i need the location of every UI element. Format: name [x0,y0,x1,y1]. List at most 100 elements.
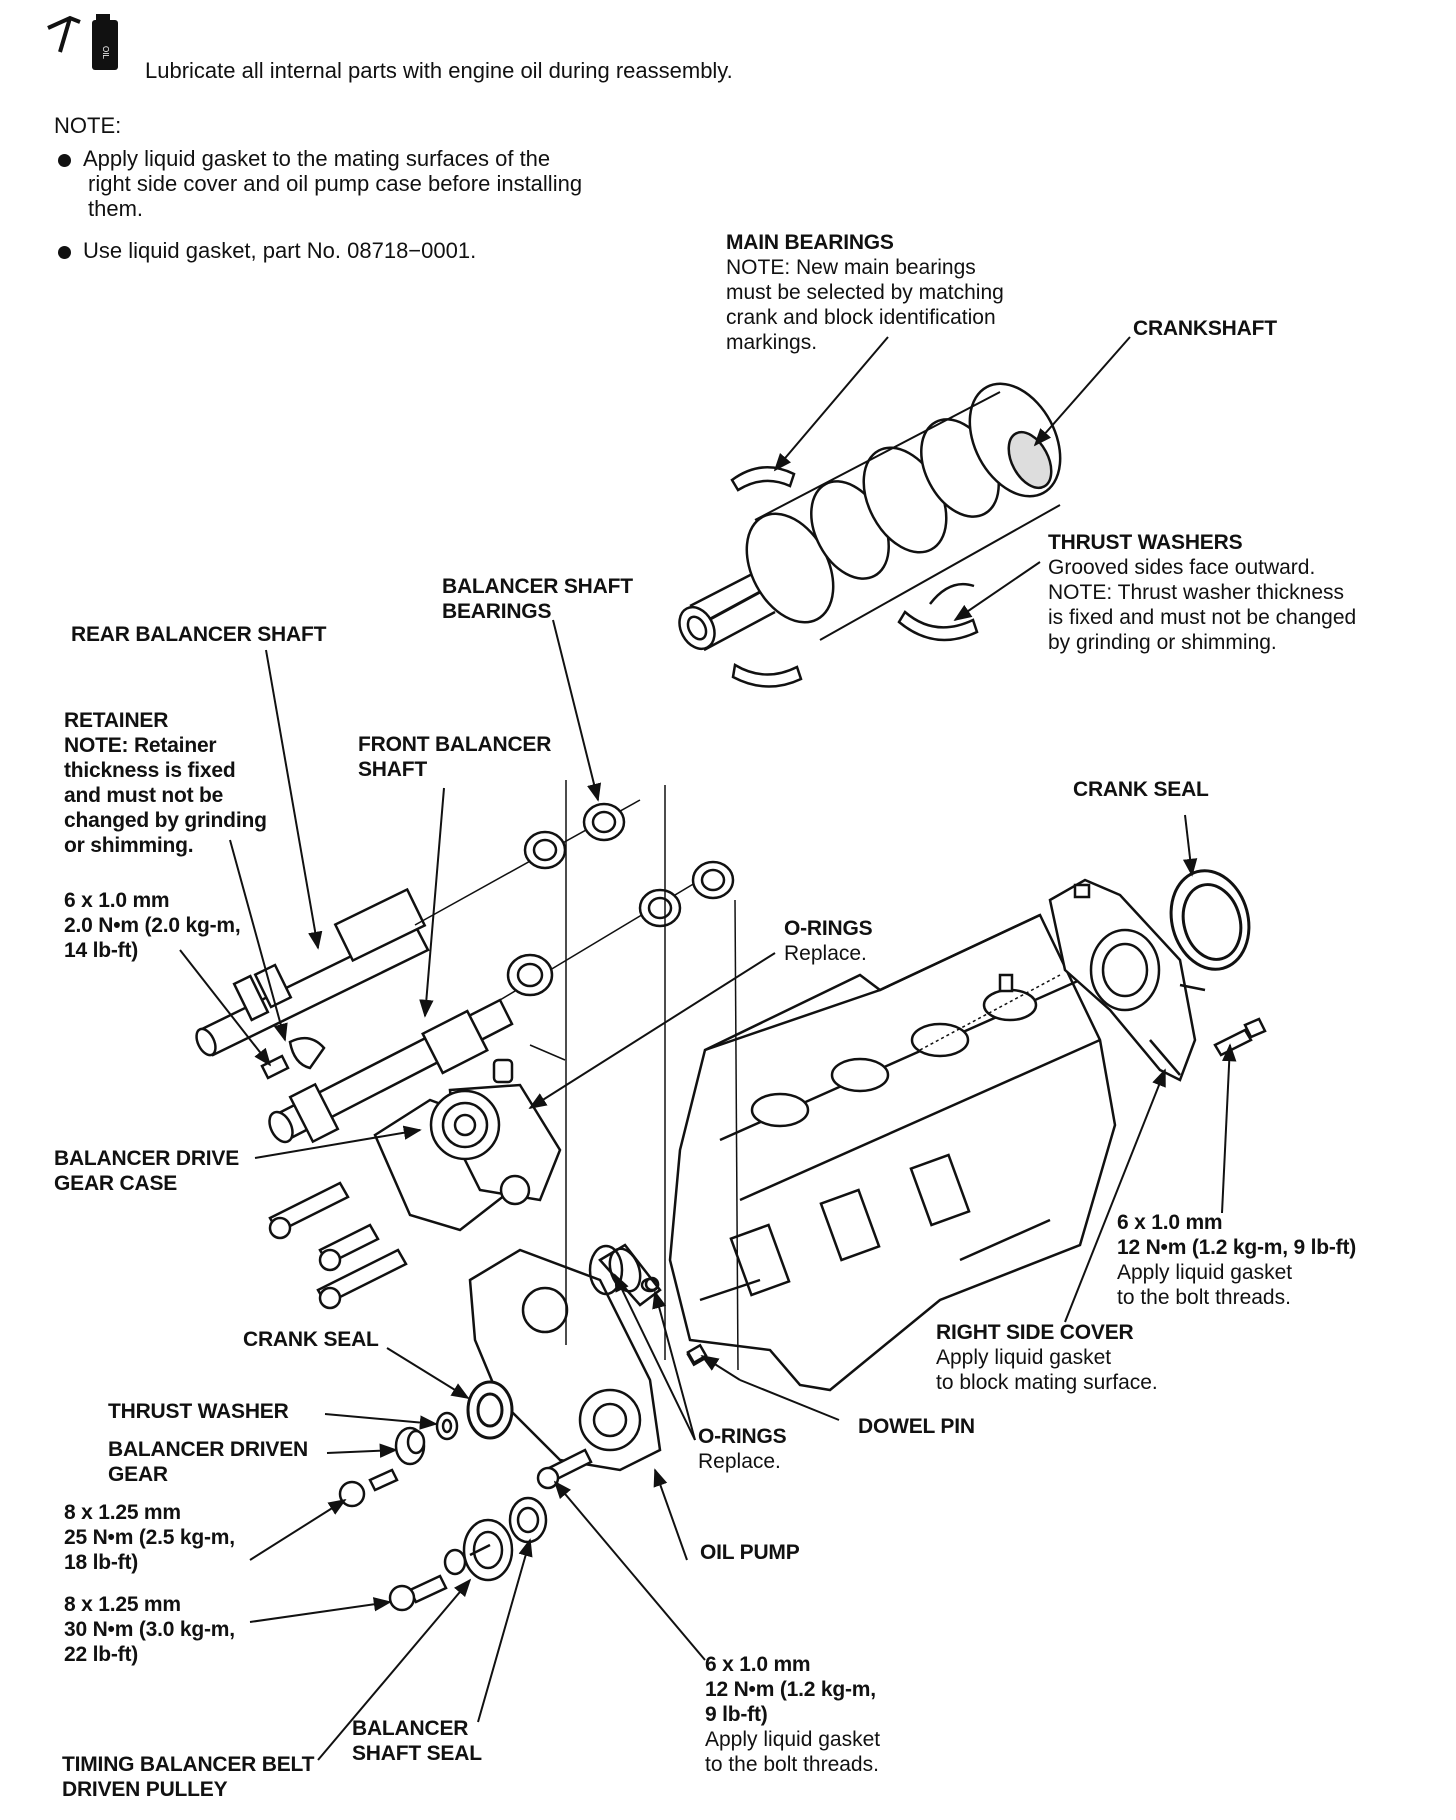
label-right-side-cover: RIGHT SIDE COVER Apply liquid gasket to … [936,1320,1158,1395]
balancer-driven-gear-line-1: BALANCER DRIVEN [108,1438,309,1461]
balancer-drive-gear-case-line-2: GEAR CASE [54,1172,178,1195]
bolt-6x10-right-line-2: 12 N•m (1.2 kg-m, 9 lb-ft) [1117,1236,1357,1259]
thrust-washers-title: THRUST WASHERS [1048,531,1243,554]
front-balancer-shaft-line-2: SHAFT [358,758,427,781]
label-retainer: RETAINER NOTE: Retainer thickness is fix… [64,708,267,858]
bolt-6x10-right-line-3: Apply liquid gasket [1117,1261,1293,1284]
front-balancer-shaft-line-1: FRONT BALANCER [358,733,552,756]
main-bearings-line-1: NOTE: New main bearings [726,256,976,279]
o-rings-lower-title: O-RINGS [698,1425,787,1448]
label-crankshaft: CRANKSHAFT [1133,317,1277,340]
bolt-6x10-right-line-1: 6 x 1.0 mm [1117,1211,1223,1234]
thrust-washers-line-1: Grooved sides face outward. [1048,556,1316,579]
balancer-shaft-bearings-line-1: BALANCER SHAFT [442,575,633,598]
label-dowel-pin: DOWEL PIN [858,1415,975,1438]
balancer-shaft-bearings-line-2: BEARINGS [442,600,552,623]
label-main-bearings: MAIN BEARINGS NOTE: New main bearings mu… [726,230,1004,355]
label-balancer-drive-gear-case: BALANCER DRIVE GEAR CASE [54,1146,239,1196]
bolt-6x10-bottom-line-3: 9 lb-ft) [705,1703,768,1726]
label-oil-pump: OIL PUMP [700,1541,800,1564]
label-thrust-washer: THRUST WASHER [108,1400,289,1423]
main-bearings-title: MAIN BEARINGS [726,231,894,254]
front-stack-parts [338,1411,593,1612]
label-bolt-8x125-30: 8 x 1.25 mm 30 N•m (3.0 kg-m, 22 lb-ft) [64,1592,235,1667]
label-crank-seal-right: CRANK SEAL [1073,778,1209,801]
retainer-line-1: NOTE: Retainer [64,734,217,757]
oil-can-label: OIL [101,46,110,59]
bullet-dot-icon [58,153,71,167]
engine-block-drawing [668,913,1117,1392]
bolt-6x10-left-line-1: 6 x 1.0 mm [64,889,170,912]
balancer-shaft-seal-line-2: SHAFT SEAL [352,1742,482,1765]
label-balancer-shaft-seal: BALANCER SHAFT SEAL [352,1716,482,1766]
thrust-washers-line-2: NOTE: Thrust washer thickness [1048,581,1345,604]
right-side-cover-drawing [1048,878,1206,1082]
retainer-line-2: thickness is fixed [64,759,236,782]
retainer-line-4: changed by grinding [64,809,267,832]
bolt-8x125-25-line-2: 25 N•m (2.5 kg-m, [64,1526,235,1549]
label-bolt-6x10-bottom: 6 x 1.0 mm 12 N•m (1.2 kg-m, 9 lb-ft) Ap… [705,1652,880,1777]
label-bolt-8x125-25: 8 x 1.25 mm 25 N•m (2.5 kg-m, 18 lb-ft) [64,1500,235,1575]
note-bullet-1-line-3: them. [88,196,144,221]
lubricate-instruction: Lubricate all internal parts with engine… [145,58,733,83]
bolt-8x125-30-line-1: 8 x 1.25 mm [64,1593,181,1616]
o-rings-drawing [608,1247,708,1365]
bolt-8x125-25-line-3: 18 lb-ft) [64,1551,139,1574]
main-bearings-line-2: must be selected by matching [726,281,1004,304]
timing-balancer-belt-driven-pulley-line-1: TIMING BALANCER BELT [62,1753,315,1776]
bolt-6x10-bottom-line-1: 6 x 1.0 mm [705,1653,811,1676]
label-rear-balancer-shaft: REAR BALANCER SHAFT [71,623,327,646]
label-bolt-6x10-left: 6 x 1.0 mm 2.0 N•m (2.0 kg-m, 14 lb-ft) [64,888,241,963]
bullet-dot-icon [58,245,71,259]
note-bullet-2-line-1: Use liquid gasket, part No. 08718−0001. [83,238,477,263]
bolt-6x10-bottom-line-4: Apply liquid gasket [705,1728,881,1751]
note-bullet-2: Use liquid gasket, part No. 08718−0001. [58,238,476,263]
crankshaft-drawing [678,382,1062,652]
thrust-washer-shells [897,582,979,642]
note-bullet-1-line-1: Apply liquid gasket to the mating surfac… [83,146,551,171]
balancer-shaft-seal-line-1: BALANCER [352,1717,469,1740]
balancer-driven-gear-line-2: GEAR [108,1463,168,1486]
balancer-drive-gear-case-line-1: BALANCER DRIVE [54,1147,240,1170]
timing-balancer-belt-driven-pulley-line-2: DRIVEN PULLEY [62,1778,228,1801]
front-balancer-shaft-drawing [268,879,701,1144]
retainer-line-3: and must not be [64,784,224,807]
right-crank-seal-drawing [1169,869,1251,971]
bolt-6x10-bottom-line-2: 12 N•m (1.2 kg-m, [705,1678,876,1701]
o-rings-upper-title: O-RINGS [784,917,873,940]
thrust-washers-line-4: by grinding or shimming. [1048,631,1277,654]
rear-balancer-shaft-drawing [195,799,641,1057]
main-bearings-line-3: crank and block identification [726,306,996,329]
bolt-6x10-left-line-3: 14 lb-ft) [64,939,139,962]
bolt-8x125-30-line-3: 22 lb-ft) [64,1643,139,1666]
label-balancer-shaft-bearings: BALANCER SHAFT BEARINGS [442,574,633,624]
note-heading: NOTE: [54,113,122,138]
label-balancer-driven-gear: BALANCER DRIVEN GEAR [108,1437,308,1487]
oil-pump-drawing [468,1243,662,1472]
bolt-8x125-30-line-2: 30 N•m (3.0 kg-m, [64,1618,235,1641]
bolt-6x10-bottom-line-5: to the bolt threads. [705,1753,879,1776]
retainer-title: RETAINER [64,709,169,732]
balancer-drive-gear-case-drawing [268,1058,562,1310]
right-side-cover-line-2: to block mating surface. [936,1371,1158,1394]
note-bullet-1-line-2: right side cover and oil pump case befor… [88,171,583,196]
left-crank-seal-drawing [466,1380,514,1440]
label-o-rings-upper: O-RINGS Replace. [784,916,873,966]
label-timing-balancer-belt-driven-pulley: TIMING BALANCER BELT DRIVEN PULLEY [62,1752,314,1802]
bolt-8x125-25-line-1: 8 x 1.25 mm [64,1501,181,1524]
label-thrust-washers: THRUST WASHERS Grooved sides face outwar… [1048,530,1356,655]
right-side-cover-title: RIGHT SIDE COVER [936,1321,1134,1344]
oil-can-icon: OIL [47,14,118,70]
thrust-washers-line-3: is fixed and must not be changed [1048,606,1357,629]
balancer-shaft-bearings [506,802,735,997]
retainer-part [260,1036,326,1080]
bolt-6x10-right-line-4: to the bolt threads. [1117,1286,1291,1309]
right-side-cover-line-1: Apply liquid gasket [936,1346,1112,1369]
main-bearing-shells [730,466,803,688]
o-rings-lower-line-1: Replace. [698,1450,781,1473]
note-bullet-1: Apply liquid gasket to the mating surfac… [58,146,582,221]
main-bearings-line-4: markings. [726,331,818,354]
o-rings-upper-line-1: Replace. [784,942,867,965]
